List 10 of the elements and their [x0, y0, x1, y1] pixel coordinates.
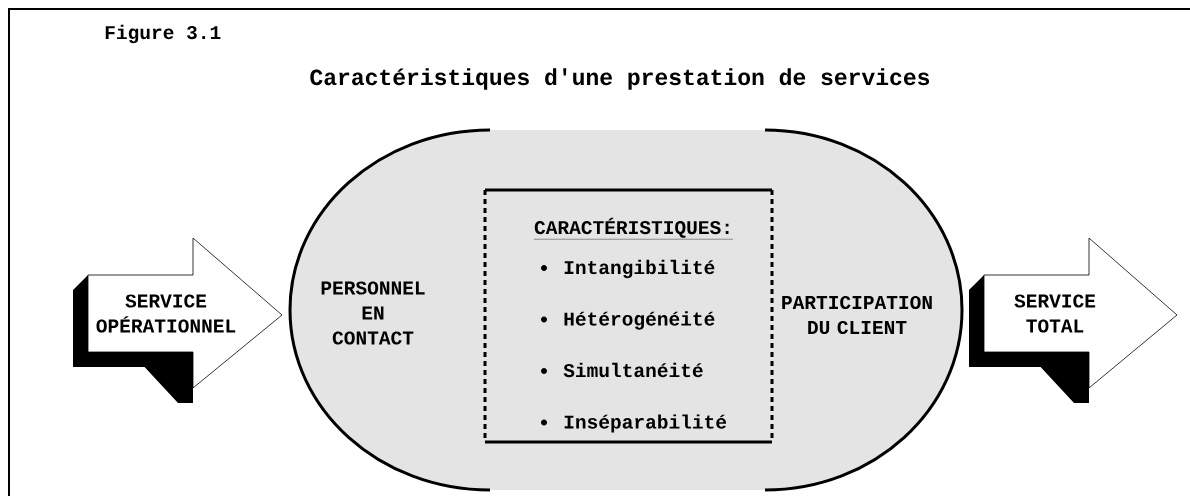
figure-number: Figure 3.1: [105, 24, 221, 44]
dashed-box: [483, 188, 774, 444]
bullet-item: Intangibilité: [541, 259, 715, 279]
node-label: PARTICIPATION DU CLIENT: [782, 295, 932, 335]
bullet-item: Inséparabilité: [541, 414, 727, 433]
bullet-item: Hétérogénéité: [541, 311, 715, 330]
title: Caractéristiques d'une prestation de services: [310, 68, 930, 90]
box-heading: CARACTÉRISTIQUES:: [533, 217, 734, 240]
bullet-item: Simultanéité: [541, 362, 703, 378]
node-label: PERSONNEL EN CONTACT: [321, 281, 425, 345]
